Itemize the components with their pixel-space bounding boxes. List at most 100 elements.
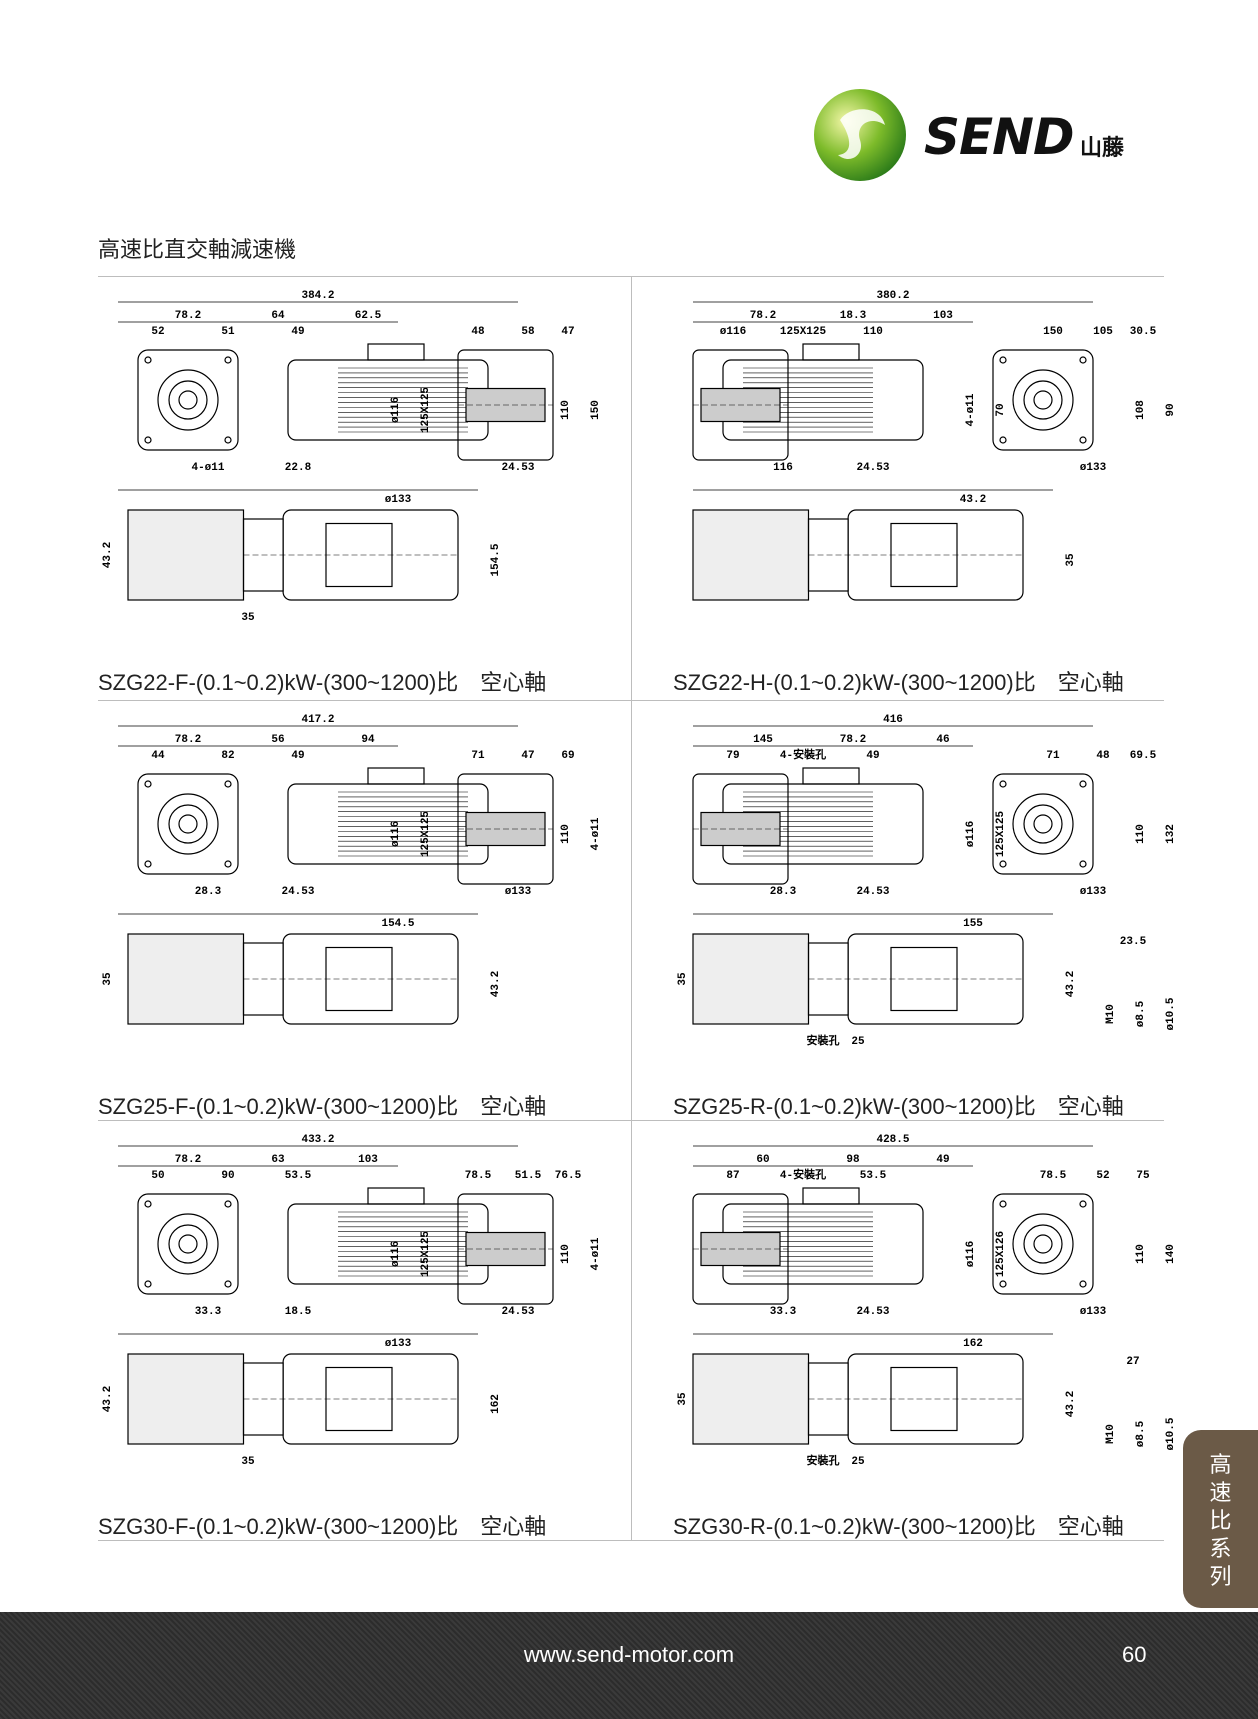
dimension-label: 82	[221, 750, 234, 762]
dimension-label: 154.5	[381, 918, 414, 930]
dimension-label: ø8.5	[1135, 1000, 1147, 1027]
dimension-label: 4-安裝孔	[780, 1167, 826, 1182]
brand-wordmark: SEND	[924, 108, 1075, 166]
brand-cn-name: 山藤	[1080, 136, 1125, 161]
dimension-label: 4-ø11	[191, 462, 224, 474]
dimension-label: 25	[851, 1036, 865, 1048]
dimension-label: 140	[1165, 1244, 1177, 1264]
dimension-label: 145	[753, 734, 773, 746]
dimension-label: 87	[726, 1170, 739, 1182]
model-caption: SZG22-F-(0.1~0.2)kW-(300~1200)比 空心軸	[98, 670, 547, 695]
dimension-label: 4-ø11	[590, 1237, 602, 1270]
dimension-label: 18.3	[840, 310, 867, 322]
dimension-label: 162	[963, 1338, 983, 1350]
series-side-tab: 高速比系列	[1183, 1430, 1258, 1608]
dimension-label: 24.53	[501, 462, 534, 474]
dimension-label: ø133	[1080, 886, 1107, 898]
dimension-label: 125X125	[995, 811, 1007, 858]
dimension-label: ø133	[385, 1338, 412, 1350]
dimension-label: 110	[560, 824, 572, 844]
plan-view-outline	[127, 933, 459, 1025]
dimension-label: 154.5	[490, 543, 502, 576]
dimension-label: 110	[863, 326, 883, 338]
dimension-label: 24.53	[501, 1306, 534, 1318]
side-view-outline	[692, 773, 789, 885]
dimension-label: 78.2	[175, 734, 201, 746]
dimension-label: 35	[677, 1392, 689, 1406]
dimension-label: ø116	[965, 1241, 977, 1267]
dimension-label: 25	[851, 1456, 865, 1468]
dimension-label: 24.53	[856, 1306, 889, 1318]
dimension-label: ø10.5	[1165, 997, 1177, 1030]
dimension-label: 433.2	[301, 1134, 334, 1146]
dimension-label: 安裝孔	[807, 1453, 840, 1468]
dimension-label: 155	[963, 918, 983, 930]
send-logo-icon	[814, 89, 906, 181]
dimension-label: 33.3	[770, 1306, 797, 1318]
dimension-label: 48	[471, 326, 485, 338]
dimension-label: 63	[271, 1154, 285, 1166]
dimension-label: 53.5	[285, 1170, 312, 1182]
plan-view-outline	[127, 1353, 459, 1445]
dimension-label: 384.2	[301, 290, 334, 302]
dimension-label: 49	[291, 326, 304, 338]
dimension-label: ø133	[385, 494, 412, 506]
dimension-label: 150	[590, 400, 602, 420]
dimension-label: 380.2	[876, 290, 909, 302]
dimension-label: 94	[361, 734, 375, 746]
dimension-label: 110	[560, 1244, 572, 1264]
dimension-label: 48	[1096, 750, 1110, 762]
dimension-label: M10	[1105, 1424, 1117, 1444]
dimension-label: 47	[521, 750, 534, 762]
gearbox-outline	[992, 773, 1094, 875]
dimension-label: 23.5	[1120, 936, 1147, 948]
dimension-label: 56	[271, 734, 284, 746]
section-title: 高速比直交軸減速機	[98, 238, 297, 263]
model-caption: SZG30-R-(0.1~0.2)kW-(300~1200)比 空心軸	[673, 1514, 1124, 1539]
dimension-label: 103	[358, 1154, 378, 1166]
dimension-label: 78.2	[175, 310, 201, 322]
dimension-label: ø10.5	[1165, 1417, 1177, 1450]
dimension-label: 4-ø11	[965, 393, 977, 426]
plan-view-outline	[692, 509, 1024, 601]
dimension-label: 46	[936, 734, 949, 746]
dimension-label: 35	[241, 1456, 255, 1468]
dimension-label: 125X125	[420, 811, 432, 858]
dimension-label: 43.2	[960, 494, 986, 506]
dimension-label: 52	[1096, 1170, 1109, 1182]
footer-url[interactable]: www.send-motor.com	[523, 1642, 735, 1667]
footer: www.send-motor.com 60	[0, 1612, 1258, 1719]
dimension-label: 24.53	[856, 886, 889, 898]
dimension-label: 428.5	[876, 1134, 909, 1146]
dimension-label: 60	[756, 1154, 769, 1166]
dimension-label: 47	[561, 326, 574, 338]
dimension-label: 71	[1046, 750, 1060, 762]
gearbox-outline	[992, 1193, 1094, 1295]
dimension-label: 71	[471, 750, 485, 762]
plan-view-outline	[692, 1353, 1024, 1445]
dimension-label: 50	[151, 1170, 164, 1182]
dimension-label: ø116	[390, 397, 402, 423]
dimension-label: 78.5	[1040, 1170, 1067, 1182]
dimension-label: 70	[995, 403, 1007, 416]
dimension-label: 90	[221, 1170, 234, 1182]
dimension-label: 22.8	[285, 462, 312, 474]
dimension-label: 78.5	[465, 1170, 492, 1182]
dimension-label: ø133	[505, 886, 532, 898]
model-caption: SZG30-F-(0.1~0.2)kW-(300~1200)比 空心軸	[98, 1514, 547, 1539]
dimension-label: ø133	[1080, 1306, 1107, 1318]
dimension-label: 35	[102, 972, 114, 986]
dimension-label: 28.3	[770, 886, 797, 898]
dimension-label: 125X125	[420, 387, 432, 434]
dimension-label: 51	[221, 326, 235, 338]
dimension-label: 35	[677, 972, 689, 986]
side-view-outline	[457, 349, 554, 461]
motor-outline	[287, 1187, 489, 1285]
dimension-label: 78.2	[840, 734, 866, 746]
dimension-label: 18.5	[285, 1306, 312, 1318]
